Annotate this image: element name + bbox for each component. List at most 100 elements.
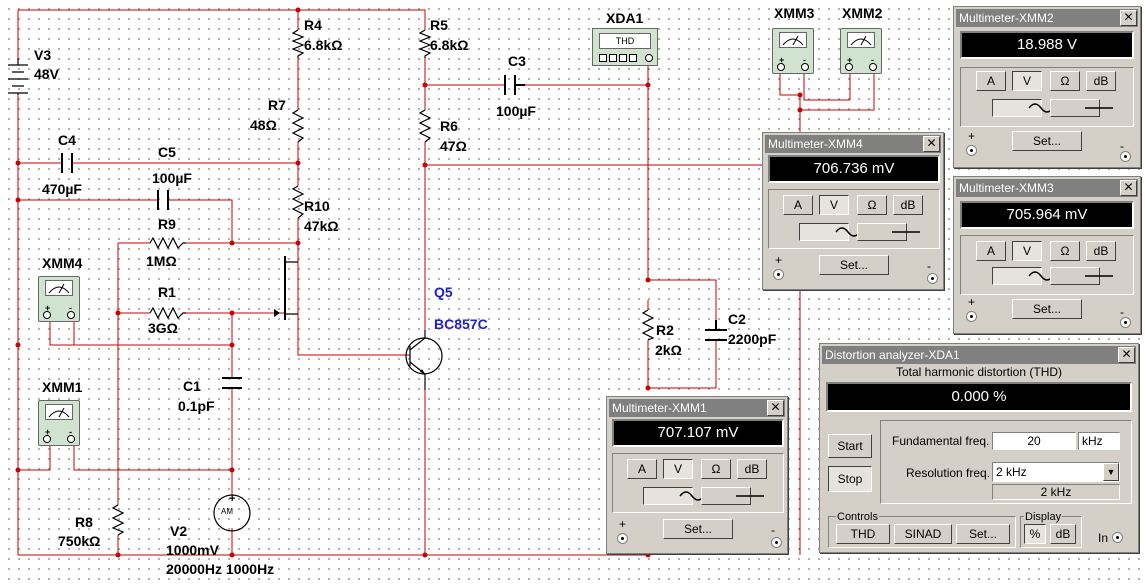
mode-group bbox=[612, 453, 784, 513]
set-button[interactable]: Set... bbox=[819, 255, 889, 275]
ac-mode-button[interactable] bbox=[992, 267, 1054, 285]
close-icon[interactable]: ✕ bbox=[1120, 180, 1137, 196]
ohm-button[interactable]: Ω bbox=[701, 459, 731, 479]
multimeter-xmm1-window[interactable]: Multimeter-XMM1✕ 707.107 mV A V Ω dB Set… bbox=[606, 396, 788, 554]
db-display-button[interactable]: dB bbox=[1050, 524, 1076, 544]
close-icon[interactable]: ✕ bbox=[1118, 347, 1135, 363]
c5-symbol bbox=[157, 190, 169, 210]
decibel-button[interactable]: dB bbox=[893, 195, 923, 215]
decibel-button[interactable]: dB bbox=[737, 459, 767, 479]
plus-terminal-icon[interactable] bbox=[773, 269, 784, 280]
meter-dial-icon bbox=[779, 32, 807, 48]
plus-terminal-icon[interactable] bbox=[845, 63, 853, 71]
xda1-terminal-icon[interactable] bbox=[609, 54, 617, 62]
minus-terminal-icon[interactable] bbox=[67, 311, 75, 319]
r1-symbol bbox=[149, 306, 186, 320]
multimeter-xmm2-window[interactable]: Multimeter-XMM2✕ 18.988 V A V Ω dB Set..… bbox=[953, 6, 1141, 168]
minus-terminal-icon[interactable] bbox=[771, 537, 782, 548]
decibel-button[interactable]: dB bbox=[1086, 241, 1116, 261]
chevron-down-icon[interactable]: ▼ bbox=[1103, 463, 1119, 481]
minus-terminal-icon[interactable] bbox=[801, 63, 809, 71]
plus-terminal-icon[interactable] bbox=[966, 311, 977, 322]
r2-symbol bbox=[641, 309, 655, 341]
resolution-freq-select[interactable]: 2 kHz▼ bbox=[992, 462, 1120, 482]
input-terminal-icon[interactable] bbox=[1112, 532, 1123, 543]
window-title-bar[interactable]: Multimeter-XMM4 ✕ bbox=[765, 135, 941, 153]
dc-mode-button[interactable] bbox=[1050, 267, 1113, 285]
ohm-button[interactable]: Ω bbox=[857, 195, 887, 215]
volt-button[interactable]: V bbox=[1012, 241, 1042, 261]
xda1-instrument[interactable]: THD bbox=[592, 28, 658, 66]
window-title-bar[interactable]: Multimeter-XMM3 ✕ bbox=[956, 179, 1138, 197]
set-button[interactable]: Set... bbox=[1012, 299, 1082, 319]
plus-terminal-icon[interactable] bbox=[777, 63, 785, 71]
dc-mode-button[interactable] bbox=[701, 487, 764, 505]
c4-value: 470µF bbox=[42, 181, 82, 197]
xda1-terminal-icon[interactable] bbox=[619, 54, 627, 62]
q5-symbol bbox=[405, 337, 443, 375]
decibel-button[interactable]: dB bbox=[1086, 71, 1116, 91]
sinad-mode-button[interactable]: SINAD bbox=[894, 524, 952, 544]
set-button[interactable]: Set... bbox=[956, 524, 1010, 544]
r4-name: R4 bbox=[304, 17, 322, 33]
percent-display-button[interactable]: % bbox=[1024, 524, 1046, 544]
v2-amplitude: 1000mV bbox=[166, 542, 219, 558]
xmm4-instrument[interactable]: + - bbox=[38, 276, 80, 322]
distortion-analyzer-window[interactable]: Distortion analyzer-XDA1✕ Total harmonic… bbox=[819, 343, 1139, 553]
ampere-button[interactable]: A bbox=[783, 195, 813, 215]
window-title-bar[interactable]: Multimeter-XMM1✕ bbox=[609, 399, 785, 417]
ohm-button[interactable]: Ω bbox=[1050, 71, 1080, 91]
start-button[interactable]: Start bbox=[828, 434, 872, 458]
fundamental-freq-input[interactable]: 20 bbox=[992, 432, 1076, 450]
minus-terminal-icon[interactable] bbox=[1120, 151, 1131, 162]
window-title: Multimeter-XMM4 bbox=[768, 137, 863, 151]
plus-terminal-icon[interactable] bbox=[617, 533, 628, 544]
meter-dial-icon bbox=[45, 280, 73, 296]
minus-terminal-label: - bbox=[803, 55, 806, 65]
xda1-input-terminal-icon[interactable] bbox=[645, 54, 653, 62]
stop-button[interactable]: Stop bbox=[828, 466, 872, 492]
ohm-button[interactable]: Ω bbox=[1050, 241, 1080, 261]
ac-mode-button[interactable] bbox=[643, 487, 705, 505]
thd-heading: Total harmonic distortion (THD) bbox=[895, 365, 1063, 379]
minus-terminal-icon[interactable] bbox=[1120, 317, 1131, 328]
ampere-button[interactable]: A bbox=[976, 241, 1006, 261]
minus-terminal-icon[interactable] bbox=[67, 435, 75, 443]
plus-terminal-icon[interactable] bbox=[43, 311, 51, 319]
ampere-button[interactable]: A bbox=[976, 71, 1006, 91]
xmm1-instrument[interactable]: + - bbox=[38, 400, 80, 446]
multimeter-xmm4-window[interactable]: Multimeter-XMM4✕ 706.736 mV A V Ω dB Set… bbox=[762, 132, 944, 290]
volt-button[interactable]: V bbox=[663, 459, 693, 479]
minus-terminal-icon[interactable] bbox=[927, 273, 938, 284]
c4-symbol bbox=[61, 153, 73, 173]
window-title-bar[interactable]: Multimeter-XMM2✕ bbox=[956, 9, 1138, 27]
window-title-bar[interactable]: Distortion analyzer-XDA1✕ bbox=[822, 346, 1136, 364]
ac-mode-button[interactable] bbox=[799, 223, 861, 241]
ac-mode-button[interactable] bbox=[992, 99, 1054, 117]
fundamental-unit-select[interactable]: kHz bbox=[1078, 432, 1120, 450]
xda1-terminal-icon[interactable] bbox=[629, 54, 637, 62]
close-icon[interactable]: ✕ bbox=[1120, 10, 1137, 26]
r8-value: 750kΩ bbox=[58, 533, 101, 549]
close-icon[interactable]: ✕ bbox=[767, 400, 784, 416]
ampere-button[interactable]: A bbox=[627, 459, 657, 479]
dc-mode-button[interactable] bbox=[1050, 99, 1113, 117]
minus-terminal-icon[interactable] bbox=[869, 63, 877, 71]
volt-button[interactable]: V bbox=[1012, 71, 1042, 91]
close-icon[interactable]: ✕ bbox=[923, 136, 940, 152]
dc-mode-button[interactable] bbox=[857, 223, 920, 241]
xmm3-instrument[interactable]: + - bbox=[772, 28, 814, 74]
xda1-terminal-icon[interactable] bbox=[599, 54, 607, 62]
set-button[interactable]: Set... bbox=[663, 519, 733, 539]
window-title: Multimeter-XMM3 bbox=[959, 181, 1054, 195]
plus-terminal-icon[interactable] bbox=[43, 435, 51, 443]
set-button[interactable]: Set... bbox=[1012, 131, 1082, 151]
plus-terminal-icon[interactable] bbox=[966, 145, 977, 156]
volt-button[interactable]: V bbox=[819, 195, 849, 215]
thd-mode-button[interactable]: THD bbox=[836, 524, 890, 544]
xmm2-instrument[interactable]: + - bbox=[840, 28, 882, 74]
minus-terminal-label: - bbox=[69, 427, 72, 437]
q5-model: BC857C bbox=[434, 316, 488, 332]
multimeter-xmm3-window[interactable]: Multimeter-XMM3✕ 705.964 mV A V Ω dB Set… bbox=[953, 176, 1141, 334]
reading-display: 18.988 V bbox=[960, 31, 1134, 59]
